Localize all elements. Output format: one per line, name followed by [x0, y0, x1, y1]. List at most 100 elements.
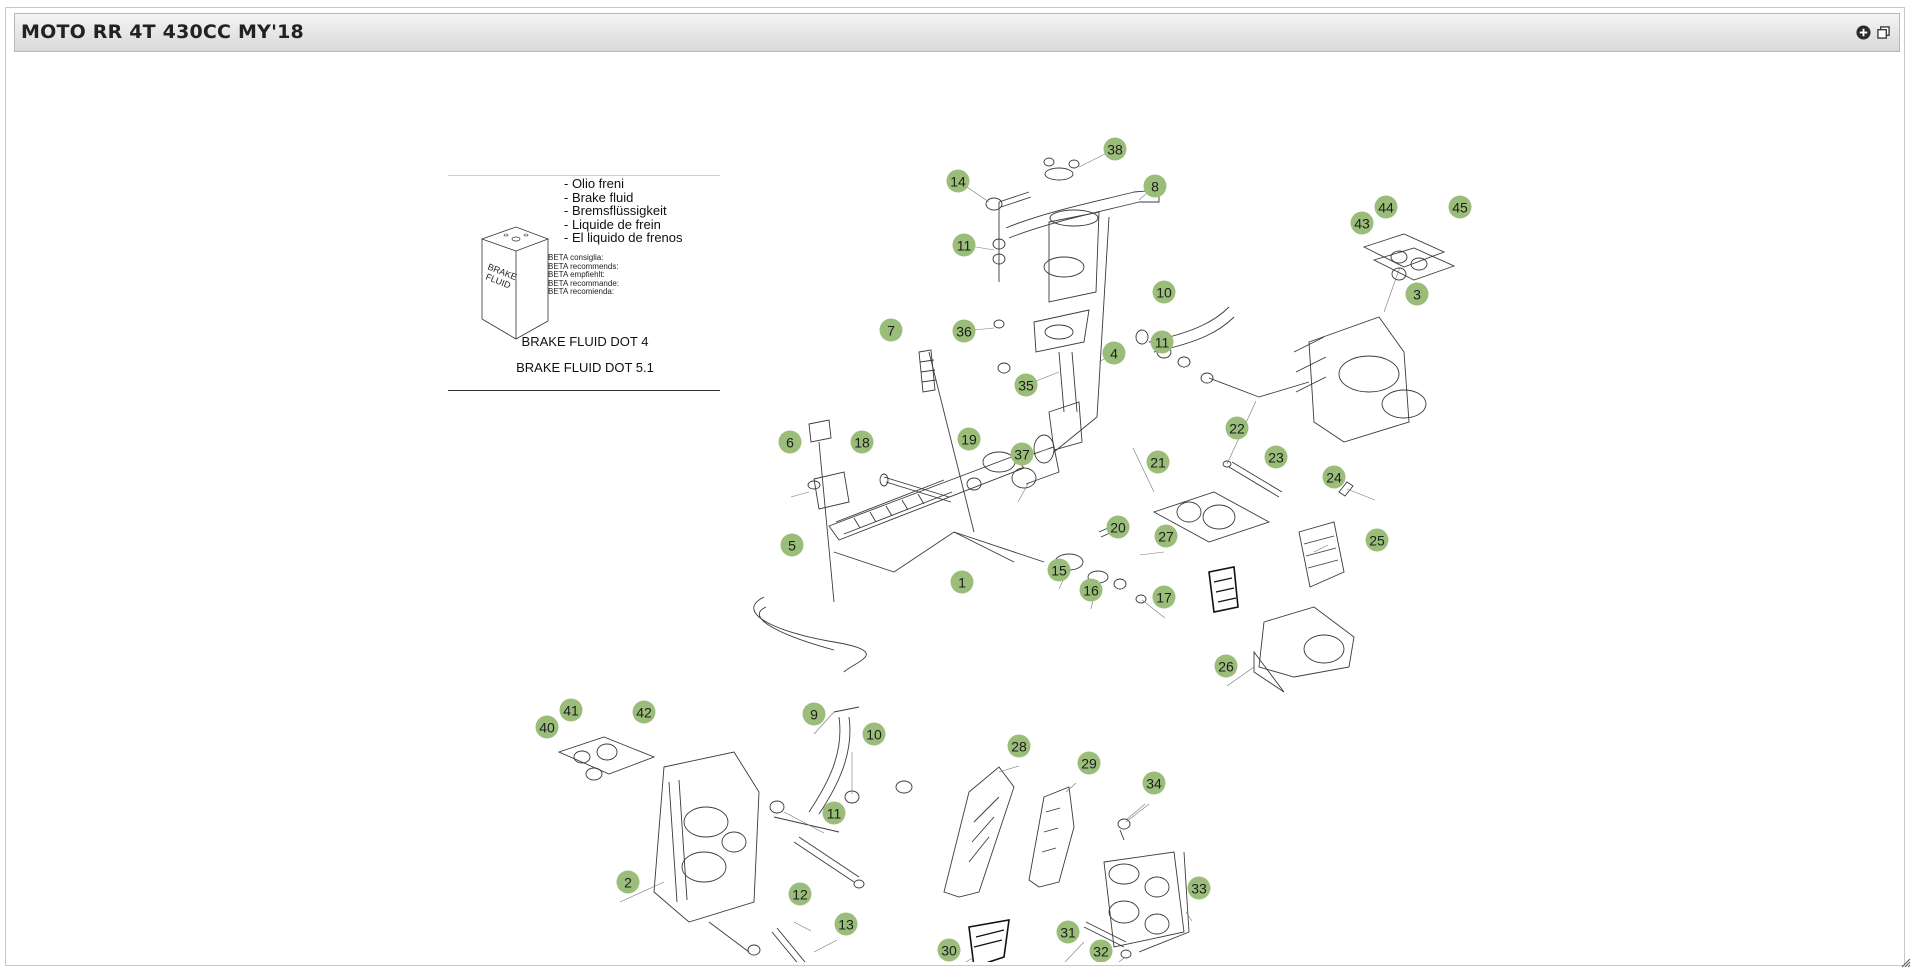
part-callout-7[interactable]: 7 [879, 318, 903, 342]
part-callout-15[interactable]: 15 [1047, 558, 1071, 582]
part-callout-marker[interactable] [1154, 524, 1178, 548]
part-callout-43[interactable]: 43 [1350, 211, 1374, 235]
part-callout-marker[interactable] [1448, 195, 1472, 219]
part-callout-marker[interactable] [879, 318, 903, 342]
fluid-spec-dot4: BRAKE FLUID DOT 4 [521, 334, 649, 349]
part-callout-marker[interactable] [535, 715, 559, 739]
part-callout-marker[interactable] [1405, 282, 1429, 306]
part-callout-marker[interactable] [1187, 876, 1211, 900]
part-callout-27[interactable]: 27 [1154, 524, 1178, 548]
part-callout-marker[interactable] [632, 700, 656, 724]
part-callout-18[interactable]: 18 [850, 430, 874, 454]
part-callout-marker[interactable] [946, 169, 970, 193]
part-callout-marker[interactable] [1089, 939, 1113, 963]
part-callout-25[interactable]: 25 [1365, 528, 1389, 552]
part-callout-marker[interactable] [1056, 920, 1080, 944]
part-callout-marker[interactable] [1103, 137, 1127, 161]
part-callout-12[interactable]: 12 [788, 882, 812, 906]
part-callout-31[interactable]: 31 [1056, 920, 1080, 944]
part-callout-marker[interactable] [957, 427, 981, 451]
part-callout-11[interactable]: 11 [952, 233, 976, 257]
part-callout-marker[interactable] [1350, 211, 1374, 235]
part-callout-marker[interactable] [1374, 195, 1398, 219]
part-callout-marker[interactable] [1014, 373, 1038, 397]
resize-grip-icon[interactable] [1899, 955, 1911, 968]
part-callout-11[interactable]: 11 [822, 801, 846, 825]
part-callout-9[interactable]: 9 [802, 702, 826, 726]
part-callout-24[interactable]: 24 [1322, 465, 1346, 489]
brake-fluid-legend: BRAKE FLUID - Olio freni - Brake fluid -… [448, 123, 720, 393]
part-callout-marker[interactable] [850, 430, 874, 454]
part-callout-marker[interactable] [1142, 771, 1166, 795]
part-callout-21[interactable]: 21 [1146, 450, 1170, 474]
part-callout-marker[interactable] [1106, 515, 1130, 539]
part-callout-marker[interactable] [1322, 465, 1346, 489]
part-callout-10[interactable]: 10 [1152, 280, 1176, 304]
part-callout-marker[interactable] [1079, 578, 1103, 602]
part-callout-marker[interactable] [862, 722, 886, 746]
part-callout-marker[interactable] [1146, 450, 1170, 474]
part-callout-marker[interactable] [802, 702, 826, 726]
part-callout-marker[interactable] [1214, 654, 1238, 678]
part-callout-marker[interactable] [788, 882, 812, 906]
part-callout-17[interactable]: 17 [1152, 585, 1176, 609]
part-callout-6[interactable]: 6 [778, 430, 802, 454]
part-callout-38[interactable]: 38 [1103, 137, 1127, 161]
part-callout-19[interactable]: 19 [957, 427, 981, 451]
part-callout-3[interactable]: 3 [1405, 282, 1429, 306]
part-callout-37[interactable]: 37 [1010, 442, 1034, 466]
part-callout-2[interactable]: 2 [616, 870, 640, 894]
part-callout-26[interactable]: 26 [1214, 654, 1238, 678]
part-callout-14[interactable]: 14 [946, 169, 970, 193]
part-callout-10[interactable]: 10 [862, 722, 886, 746]
part-callout-marker[interactable] [1077, 751, 1101, 775]
part-callout-44[interactable]: 44 [1374, 195, 1398, 219]
part-callout-40[interactable]: 40 [535, 715, 559, 739]
part-callout-marker[interactable] [778, 430, 802, 454]
part-callout-30[interactable]: 30 [937, 938, 961, 962]
page-title: MOTO RR 4T 430CC MY'18 [21, 21, 304, 43]
part-callout-22[interactable]: 22 [1225, 416, 1249, 440]
part-callout-marker[interactable] [822, 801, 846, 825]
part-callout-42[interactable]: 42 [632, 700, 656, 724]
part-callout-5[interactable]: 5 [780, 533, 804, 557]
copy-window-icon[interactable] [1875, 24, 1891, 40]
part-callout-20[interactable]: 20 [1106, 515, 1130, 539]
part-callout-marker[interactable] [780, 533, 804, 557]
part-callout-16[interactable]: 16 [1079, 578, 1103, 602]
part-callout-marker[interactable] [616, 870, 640, 894]
part-callout-8[interactable]: 8 [1143, 174, 1167, 198]
part-callout-4[interactable]: 4 [1102, 341, 1126, 365]
part-callout-1[interactable]: 1 [950, 570, 974, 594]
part-callout-13[interactable]: 13 [834, 912, 858, 936]
part-callout-marker[interactable] [1010, 442, 1034, 466]
part-callout-marker[interactable] [1047, 558, 1071, 582]
part-callout-29[interactable]: 29 [1077, 751, 1101, 775]
part-callout-33[interactable]: 33 [1187, 876, 1211, 900]
part-callout-23[interactable]: 23 [1264, 445, 1288, 469]
part-callout-marker[interactable] [952, 233, 976, 257]
part-callout-marker[interactable] [1143, 174, 1167, 198]
part-callout-marker[interactable] [1152, 585, 1176, 609]
part-callout-marker[interactable] [1150, 330, 1174, 354]
part-callout-marker[interactable] [1264, 445, 1288, 469]
part-callout-marker[interactable] [1365, 528, 1389, 552]
part-callout-marker[interactable] [834, 912, 858, 936]
part-callout-marker[interactable] [1007, 734, 1031, 758]
part-callout-35[interactable]: 35 [1014, 373, 1038, 397]
part-callout-marker[interactable] [950, 570, 974, 594]
plus-circle-icon[interactable] [1855, 24, 1871, 40]
part-callout-marker[interactable] [559, 698, 583, 722]
part-callout-11[interactable]: 11 [1150, 330, 1174, 354]
part-callout-marker[interactable] [1102, 341, 1126, 365]
part-callout-36[interactable]: 36 [952, 319, 976, 343]
part-callout-41[interactable]: 41 [559, 698, 583, 722]
part-callout-marker[interactable] [1152, 280, 1176, 304]
part-callout-marker[interactable] [952, 319, 976, 343]
part-callout-28[interactable]: 28 [1007, 734, 1031, 758]
part-callout-45[interactable]: 45 [1448, 195, 1472, 219]
part-callout-marker[interactable] [1225, 416, 1249, 440]
part-callout-marker[interactable] [937, 938, 961, 962]
part-callout-34[interactable]: 34 [1142, 771, 1166, 795]
part-callout-32[interactable]: 32 [1089, 939, 1113, 963]
